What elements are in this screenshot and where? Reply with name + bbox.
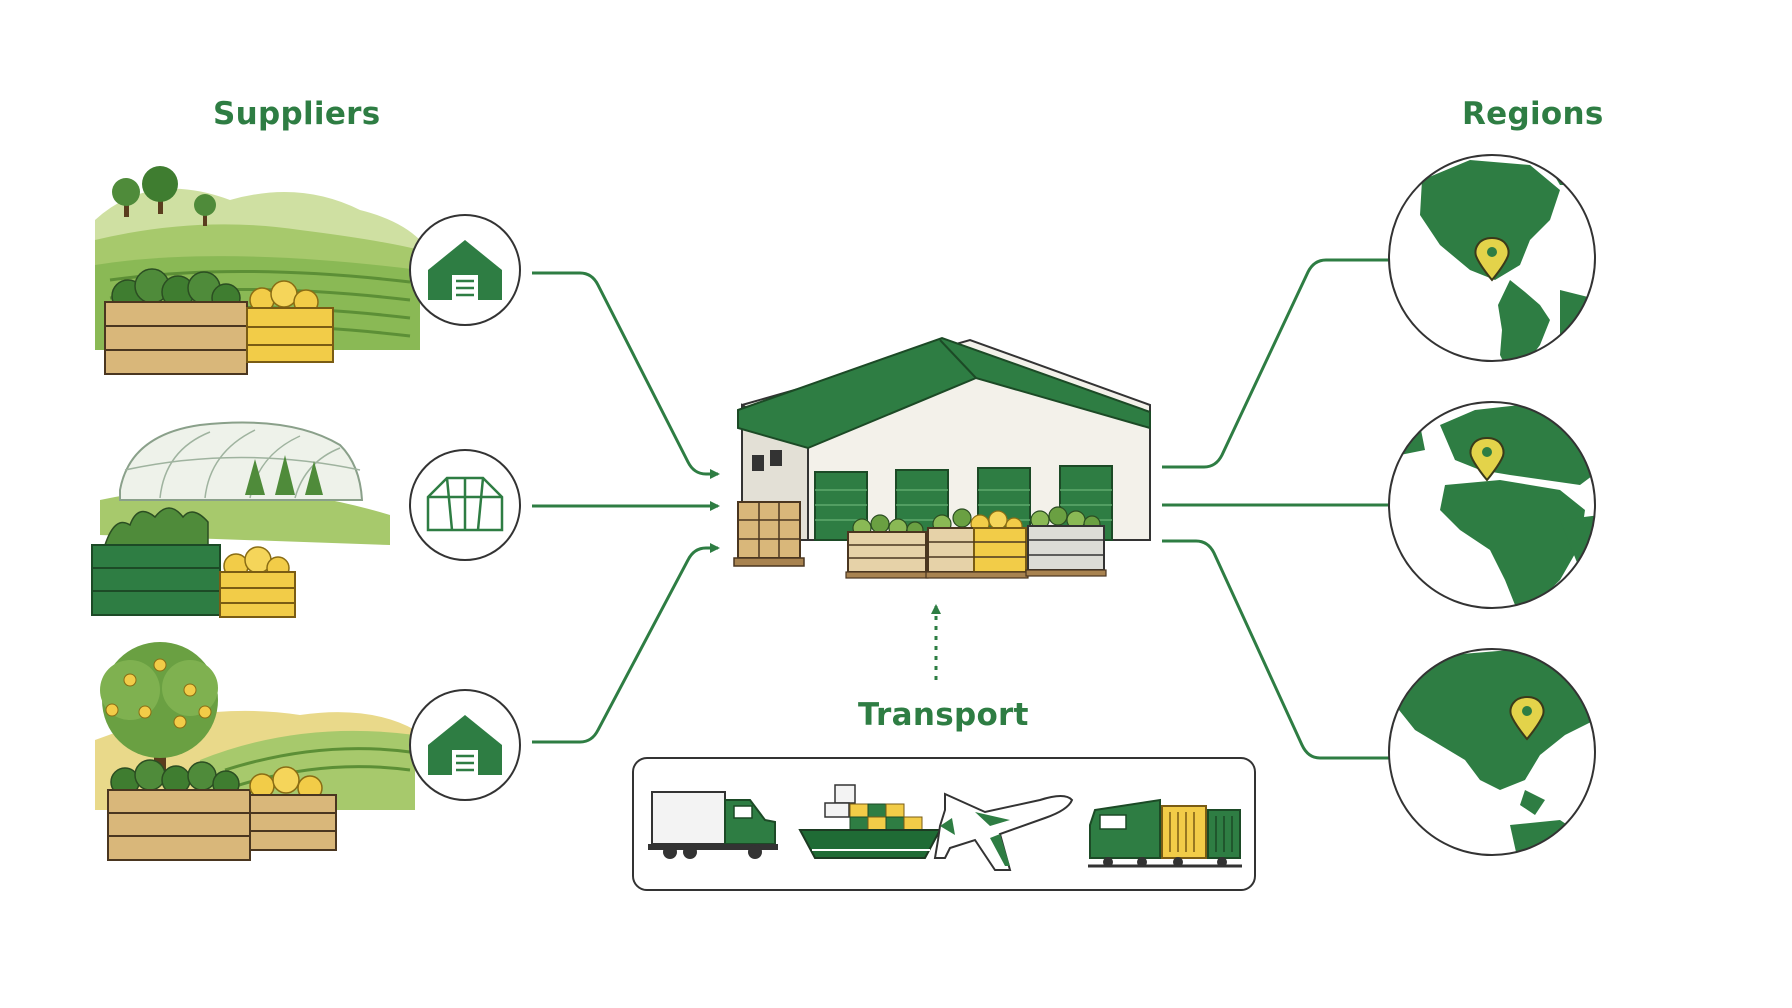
supplier-2-badge (410, 450, 520, 560)
arrow-supplier-3-to-hub (532, 548, 718, 742)
suppliers-heading: Suppliers (213, 96, 381, 132)
region-globe-asia-oceania (1389, 649, 1600, 870)
supplier-orchard-scene (95, 642, 415, 860)
arrow-hub-to-region-1 (1162, 260, 1400, 467)
transport-heading: Transport (858, 697, 1029, 733)
crate-green-vegetables (105, 269, 247, 374)
supplier-3-badge (410, 690, 520, 800)
hub-crate-mixed (926, 509, 1028, 578)
region-globe-europe-africa (1389, 402, 1600, 608)
inbound-flow-arrows (532, 273, 718, 742)
freight-train-icon (1088, 800, 1242, 867)
supplier-1-badge (410, 215, 520, 325)
supplier-greenhouse-scene (92, 423, 390, 618)
supplier-farm-scene (95, 166, 420, 374)
warehouse-hub (734, 338, 1150, 578)
crate-yellow-peppers-2 (220, 547, 295, 617)
transport-panel (633, 758, 1255, 890)
pallet-cartons (734, 502, 804, 566)
hub-crate-green-2 (1026, 507, 1106, 576)
region-globe-americas (1389, 155, 1600, 380)
arrow-supplier-1-to-hub (532, 273, 718, 474)
crate-green-fruit (108, 760, 250, 860)
regions-heading: Regions (1462, 96, 1604, 132)
arrow-hub-to-region-3 (1162, 541, 1400, 758)
outbound-flow-arrows (1162, 260, 1400, 758)
hub-crate-green-1 (846, 515, 928, 578)
